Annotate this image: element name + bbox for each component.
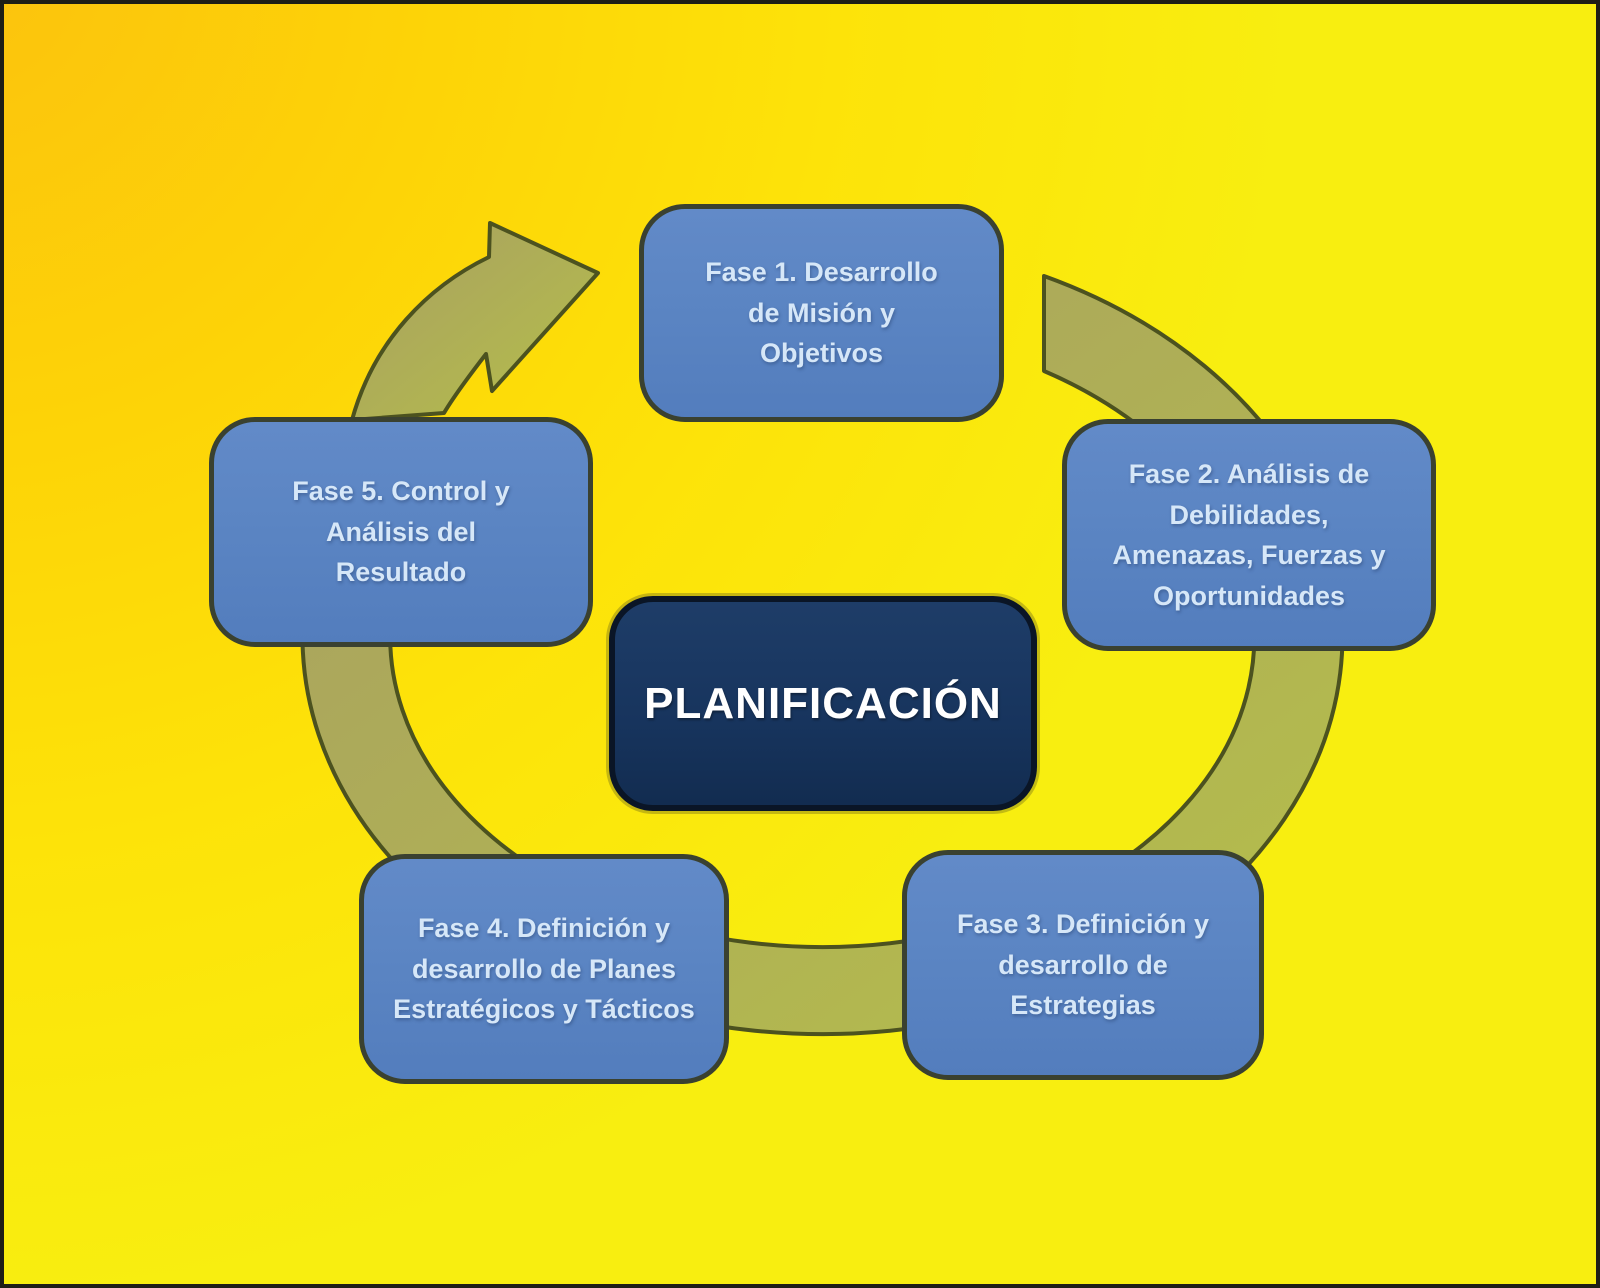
phase-label-fase-5: Fase 5. Control y Análisis del Resultado xyxy=(292,476,510,588)
phase-box-fase-3: Fase 3. Definición y desarrollo de Estra… xyxy=(902,850,1264,1080)
phase-label-fase-2: Fase 2. Análisis de Debilidades, Amenaza… xyxy=(1112,459,1386,611)
phase-box-fase-5: Fase 5. Control y Análisis del Resultado xyxy=(209,417,593,647)
phase-label-fase-1: Fase 1. Desarrollo de Misión y Objetivos xyxy=(705,257,938,369)
diagram-title: PLANIFICACIÓN xyxy=(644,678,1002,728)
phase-label-fase-4: Fase 4. Definición y desarrollo de Plane… xyxy=(393,913,695,1025)
phase-label-fase-3: Fase 3. Definición y desarrollo de Estra… xyxy=(956,909,1210,1021)
clockwise-arrow-icon xyxy=(350,221,600,422)
center-title-box: PLANIFICACIÓN xyxy=(609,596,1037,811)
phase-box-fase-2: Fase 2. Análisis de Debilidades, Amenaza… xyxy=(1062,419,1436,651)
phase-box-fase-4: Fase 4. Definición y desarrollo de Plane… xyxy=(359,854,729,1084)
phase-box-fase-1: Fase 1. Desarrollo de Misión y Objetivos xyxy=(639,204,1004,422)
